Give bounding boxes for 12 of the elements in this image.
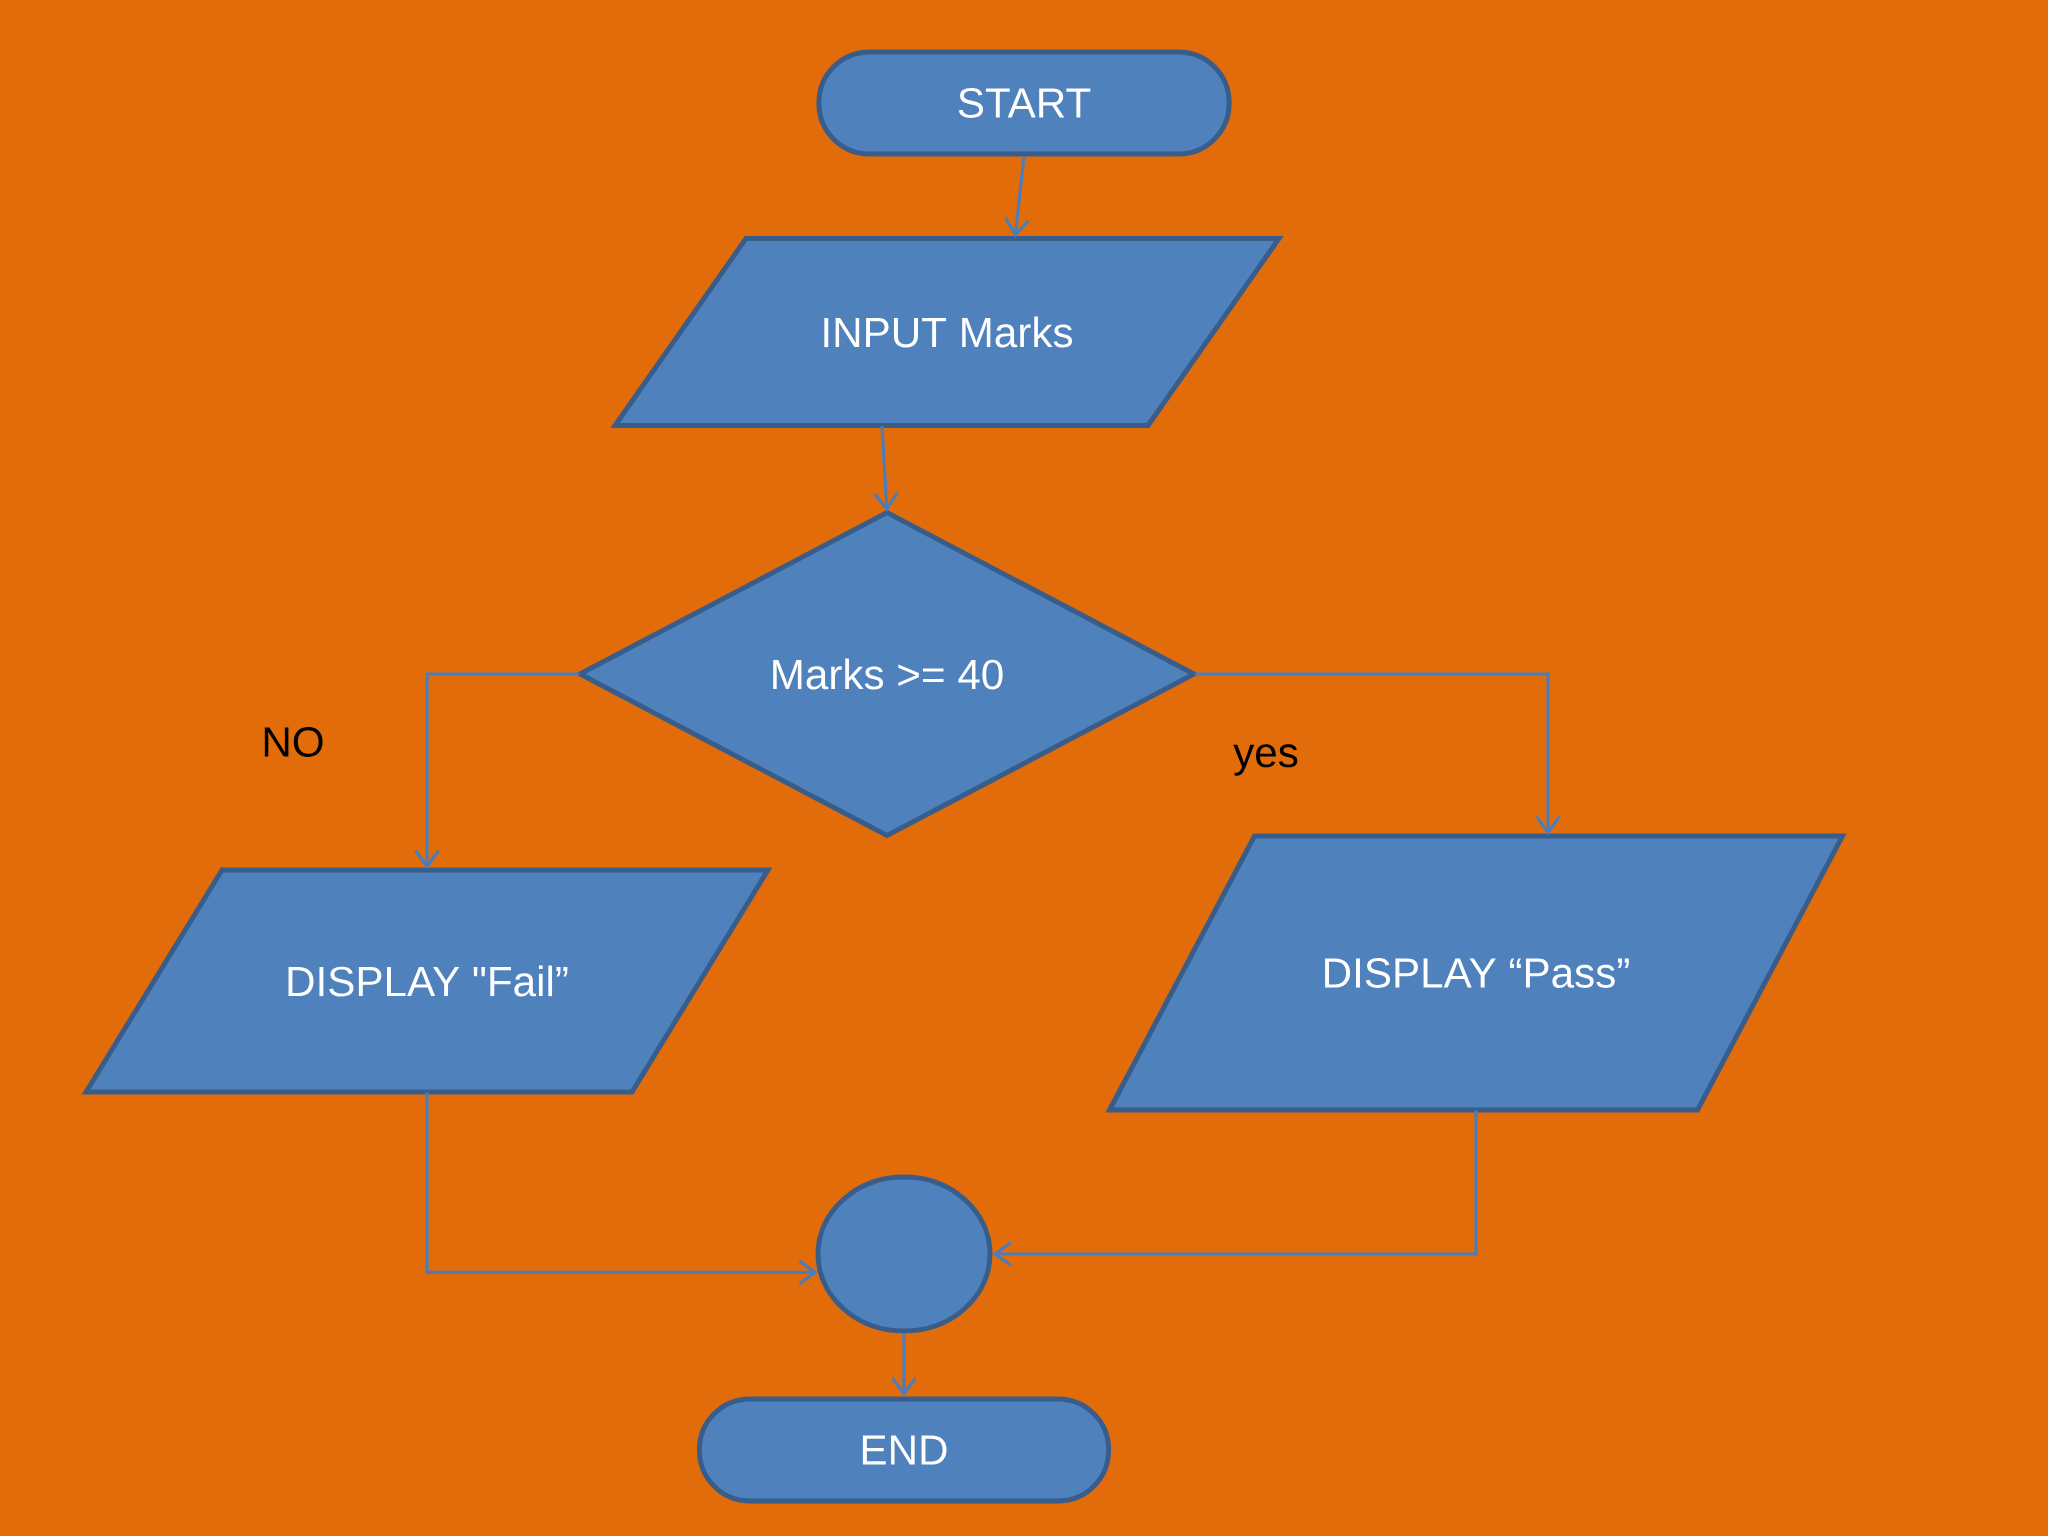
arrow <box>425 1092 818 1286</box>
arrow <box>1004 156 1030 238</box>
arrow <box>891 1333 917 1397</box>
edge-label: yes <box>1226 737 1306 783</box>
arrow <box>414 672 580 870</box>
arrow <box>992 1110 1478 1267</box>
arrow <box>873 426 899 512</box>
edge-label: NO <box>254 720 332 764</box>
terminal-box: START <box>816 49 1232 157</box>
arrow <box>1194 672 1561 836</box>
terminal-box: END <box>696 1396 1112 1504</box>
connector-circle <box>815 1174 993 1334</box>
